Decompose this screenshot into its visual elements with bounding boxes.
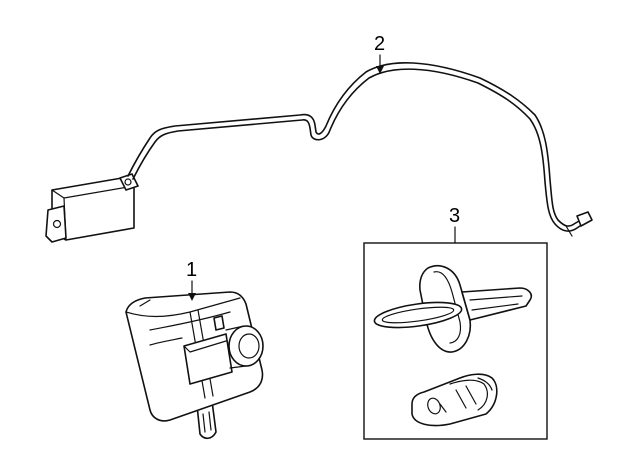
- ignition-module-icon: [125, 291, 264, 440]
- callout-label-1: 1: [186, 259, 197, 281]
- callout-label-3: 3: [449, 205, 460, 227]
- callout-2: 2: [374, 33, 385, 74]
- key-and-fob-icon: [363, 242, 548, 440]
- callout-3: 3: [449, 205, 460, 244]
- callout-1: 1: [186, 259, 197, 301]
- callout-label-2: 2: [374, 33, 385, 55]
- antenna-cable-icon: [45, 62, 593, 243]
